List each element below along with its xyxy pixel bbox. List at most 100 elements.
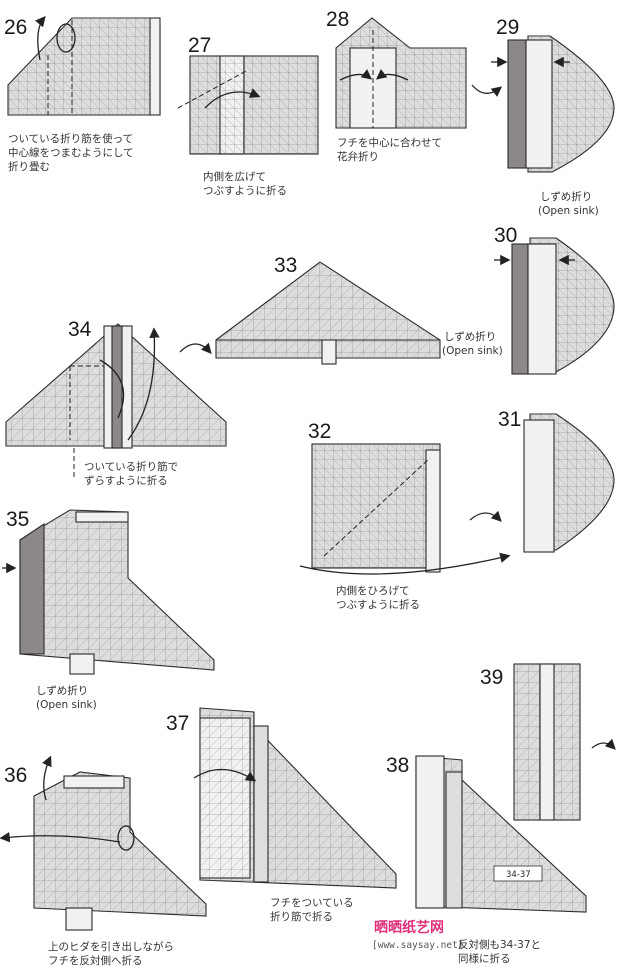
step-39-center-layer [539, 663, 555, 821]
step-30-center-layer [527, 243, 557, 375]
step-33-creases [216, 262, 440, 358]
step-34-edge-layer [111, 325, 123, 449]
step-36-creases [34, 772, 206, 916]
step-28-number: 28 [326, 8, 349, 31]
step-29-caption-line2: (Open sink) [538, 205, 599, 217]
step-31-number: 31 [498, 408, 521, 431]
step-29-center-layer [525, 39, 553, 169]
step-39-turn-over-symbol [591, 738, 616, 750]
step-30-caption-line2: (Open sink) [442, 345, 503, 357]
step-31: 31 [469, 408, 615, 553]
step-38-left-flap [415, 755, 445, 909]
step-38-caption-line1: 反対側も34-37と [458, 938, 541, 951]
step-34-fold-arrow [127, 327, 160, 441]
step-27-valley-line [177, 69, 249, 109]
step-35-caption-line2: (Open sink) [36, 699, 97, 711]
step-28-caption-line2: 花弁折り [337, 150, 379, 163]
step-30: 30 しずめ折り (Open sink) [442, 224, 615, 375]
step-26-caption-line2: 中心線をつまむようにして [8, 146, 134, 159]
step-26-fold-arrow [35, 16, 46, 61]
step-28: 28 フチを中心に合わせて 花弁折り [326, 8, 467, 163]
step-35-creases [20, 510, 214, 670]
step-29-sink-layer [507, 39, 527, 169]
step-36-number: 36 [4, 764, 27, 787]
step-36-pull-arrow [42, 755, 52, 801]
step-29-number: 29 [496, 16, 519, 39]
step-33-number: 33 [274, 254, 297, 277]
step-26-caption-line1: ついている折り筋を使って [8, 132, 133, 145]
step-36: 36 上のヒダを引き出しながら フチを反対側へ折る [0, 755, 207, 967]
step-35-number: 35 [6, 508, 29, 531]
step-36-bottom-tab [65, 907, 93, 931]
watermark-url: [www.saysay.net] [372, 940, 464, 951]
step-38: 38 34-37 反対側も34-37と 同様に折る [386, 754, 587, 965]
step-31-center-layer [523, 419, 555, 553]
step-37-fold-arrow [193, 768, 257, 782]
step-38-edge-layer [445, 771, 463, 909]
step-38-reference-label: 34-37 [506, 870, 531, 880]
step-35-top-flap [75, 511, 129, 523]
step-34: 34 ついている折り筋で ずらすように折る [5, 318, 227, 487]
step-30-caption-line1: しずめ折り [444, 330, 496, 343]
step-28-caption-line1: フチを中心に合わせて [337, 136, 442, 149]
step-36-caption-line2: フチを反対側へ折る [48, 954, 143, 967]
step-26: 26 ついている折り筋を使って 中心線をつまむようにして 折り畳む [4, 16, 161, 173]
watermark: 晒晒纸艺网 [www.saysay.net] [372, 919, 464, 951]
step-26-creases [8, 18, 160, 115]
step-39: 39 [480, 663, 616, 821]
step-32-fold-arrow [299, 552, 511, 575]
step-27-number: 27 [188, 34, 211, 57]
step-36-mark [117, 825, 135, 851]
step-29: 29 しずめ折り (Open sink) [471, 16, 615, 217]
step-27: 27 内側を広げて つぶすように折る [177, 34, 319, 197]
step-36-caption-line1: 上のヒダを引き出しながら [48, 940, 174, 953]
step-34-caption-line2: ずらすように折る [84, 474, 168, 487]
step-27-caption-line2: つぶすように折る [203, 184, 287, 197]
step-37-caption-line2: 折り筋で折る [270, 910, 333, 923]
step-32-side-layer [425, 449, 441, 573]
step-33-tab [321, 339, 337, 365]
step-34-swivel-arrow [99, 359, 125, 419]
step-39-number: 39 [480, 666, 503, 689]
step-26-caption-line3: 折り畳む [8, 160, 50, 173]
step-31-turn-over-symbol [469, 510, 502, 522]
step-26-flap [149, 17, 161, 116]
step-37-number: 37 [166, 712, 189, 735]
step-27-fold-arrow [204, 88, 261, 109]
step-27-creases [190, 56, 318, 154]
step-30-number: 30 [494, 224, 517, 247]
step-32-valley-line [323, 457, 431, 557]
step-30-sink-layer [511, 243, 529, 375]
step-32-number: 32 [308, 420, 331, 443]
step-35-bottom-tab [69, 653, 95, 675]
step-29-transition-arrow [471, 84, 503, 97]
step-32-caption-line2: つぶすように折る [336, 598, 420, 611]
step-36-fold-arrow [0, 832, 121, 843]
step-38-caption-line2: 同様に折る [458, 952, 511, 965]
step-32-caption-line1: 内側をひろげて [336, 584, 410, 597]
step-37-edge-layer [253, 725, 269, 883]
step-35-sink-area [19, 522, 45, 655]
step-32: 32 内側をひろげて つぶすように折る [299, 420, 511, 611]
step-38-reference-box [493, 865, 543, 882]
step-29-caption-line1: しずめ折り [540, 190, 592, 203]
step-27-caption-line1: 内側を広げて [203, 170, 266, 183]
step-37-caption-line1: フチをついている [270, 897, 354, 909]
watermark-text: 晒晒纸艺网 [374, 919, 444, 936]
step-37: 37 フチをついている 折り筋で折る [166, 707, 397, 923]
step-35-caption-line1: しずめ折り [36, 684, 88, 697]
step-37-left-flap-creases [200, 718, 250, 878]
step-28-left-arrow [339, 69, 373, 81]
step-34-turn-over-symbol [179, 342, 212, 354]
step-34-caption-line1: ついている折り筋で [84, 460, 178, 473]
step-35: 35 しずめ折り (Open sink) [2, 508, 215, 711]
step-27-flap-creases [220, 56, 244, 154]
step-28-right-arrow [375, 69, 409, 81]
step-38-number: 38 [386, 754, 409, 777]
step-26-number: 26 [4, 16, 27, 39]
step-26-pinch-mark [56, 23, 76, 53]
step-34-number: 34 [68, 318, 92, 341]
step-36-top-flap [63, 775, 125, 789]
step-33: 33 [215, 254, 441, 365]
